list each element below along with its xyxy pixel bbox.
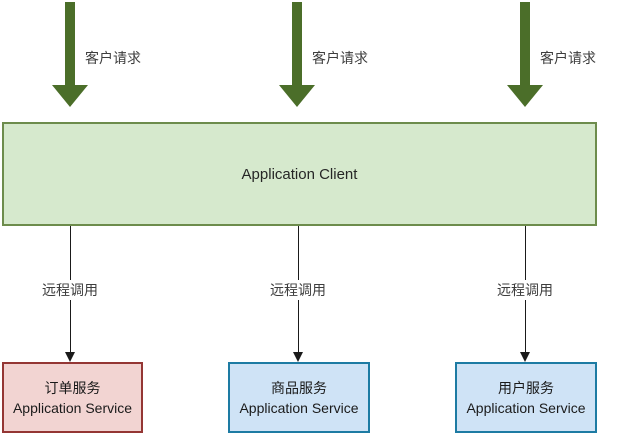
client-request-label-1: 客户请求 — [85, 50, 141, 66]
arrow-down-icon — [279, 85, 315, 107]
arrow-shaft — [520, 2, 530, 85]
service-type: Application Service — [12, 399, 133, 416]
arrow-down-icon — [52, 85, 88, 107]
service-type: Application Service — [239, 399, 359, 416]
arrowhead-down-icon — [520, 352, 530, 362]
remote-call-label-3: 远程调用 — [495, 280, 555, 300]
client-request-label-3: 客户请求 — [540, 50, 596, 66]
arrowhead-down-icon — [65, 352, 75, 362]
service-type: Application Service — [466, 399, 586, 416]
service-name: 商品服务 — [271, 379, 327, 396]
arrow-shaft — [292, 2, 302, 85]
client-request-arrow-1 — [52, 2, 88, 107]
client-request-arrow-3 — [507, 2, 543, 107]
client-request-label-2: 客户请求 — [312, 50, 368, 66]
remote-call-label-1: 远程调用 — [40, 280, 100, 300]
order-service-box: 订单服务 Application Service — [2, 362, 143, 433]
arrow-shaft — [65, 2, 75, 85]
arrowhead-down-icon — [293, 352, 303, 362]
product-service-box: 商品服务 Application Service — [228, 362, 370, 433]
arrow-down-icon — [507, 85, 543, 107]
user-service-box: 用户服务 Application Service — [455, 362, 597, 433]
application-client-box: Application Client — [2, 122, 597, 226]
application-client-label: Application Client — [241, 165, 358, 183]
remote-call-label-2: 远程调用 — [268, 280, 328, 300]
client-request-arrow-2 — [279, 2, 315, 107]
service-name: 订单服务 — [44, 379, 101, 396]
service-name: 用户服务 — [498, 379, 554, 396]
